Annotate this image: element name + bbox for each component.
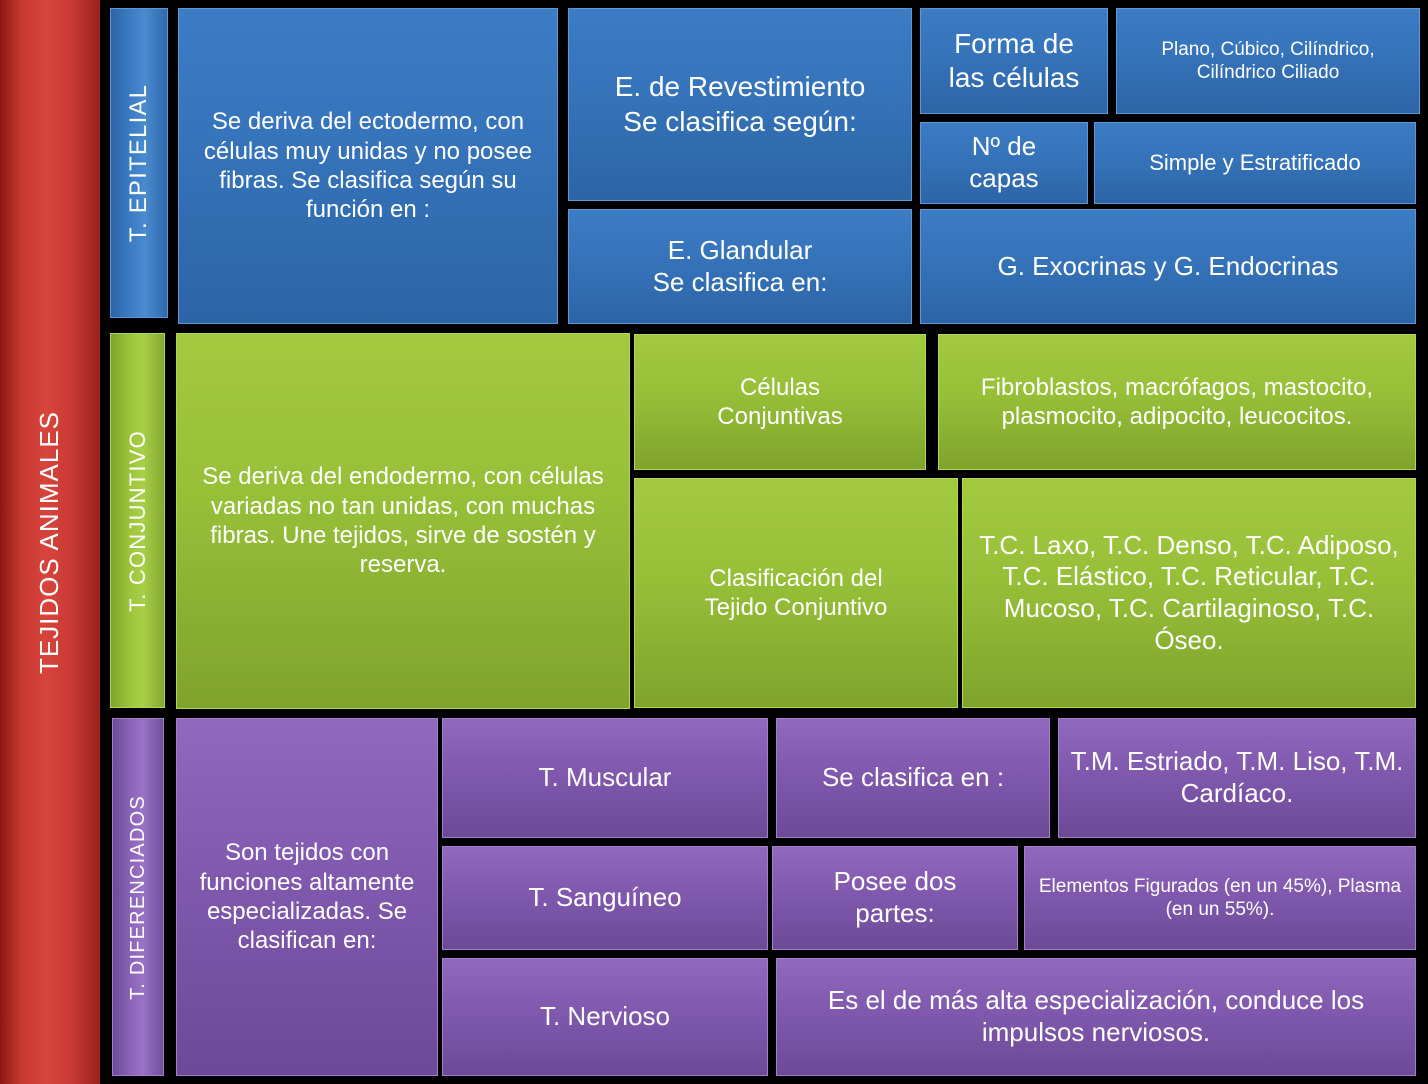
epitelial-criterion-forma-values: Plano, Cúbico, Cilíndrico, Cilíndrico Ci… [1116,8,1420,114]
section-tab-diferenciados[interactable]: T. DIFERENCIADOS [112,718,164,1076]
epitelial-description: Se deriva del ectodermo, con células muy… [178,8,558,324]
epitelial-criterion-capas-values: Simple y Estratificado [1094,122,1416,204]
section-tab-conjuntivo-label: T. CONJUNTIVO [124,429,150,612]
conjuntivo-branch-clasificacion[interactable]: Clasificación del Tejido Conjuntivo [634,478,958,708]
diferenciados-nervioso-values: Es el de más alta especialización, condu… [776,958,1416,1076]
master-category-label: TEJIDOS ANIMALES [34,410,65,674]
epitelial-branch-revestimiento[interactable]: E. de Revestimiento Se clasifica según: [568,8,912,201]
section-tab-epitelial[interactable]: T. EPITELIAL [110,8,168,318]
epitelial-criterion-forma[interactable]: Forma de las células [920,8,1108,114]
conjuntivo-description: Se deriva del endodermo, con células var… [176,333,630,709]
diferenciados-branch-muscular[interactable]: T. Muscular [442,718,768,838]
section-tab-epitelial-label: T. EPITELIAL [125,83,152,243]
section-tab-conjuntivo[interactable]: T. CONJUNTIVO [110,333,165,708]
master-category-bar: TEJIDOS ANIMALES [0,0,100,1084]
conjuntivo-branch-celulas-values: Fibroblastos, macrófagos, mastocito, pla… [938,334,1416,470]
diferenciados-muscular-values: T.M. Estriado, T.M. Liso, T.M. Cardíaco. [1058,718,1416,838]
diferenciados-sanguineo-connector[interactable]: Posee dos partes: [772,846,1018,950]
diferenciados-branch-sanguineo[interactable]: T. Sanguíneo [442,846,768,950]
epitelial-criterion-capas[interactable]: Nº de capas [920,122,1088,204]
section-tab-diferenciados-label: T. DIFERENCIADOS [126,794,149,1000]
conjuntivo-branch-clasificacion-values: T.C. Laxo, T.C. Denso, T.C. Adiposo, T.C… [962,478,1416,708]
diferenciados-sanguineo-values: Elementos Figurados (en un 45%), Plasma … [1024,846,1416,950]
diferenciados-description: Son tejidos con funciones altamente espe… [176,718,438,1076]
diferenciados-branch-nervioso[interactable]: T. Nervioso [442,958,768,1076]
conjuntivo-branch-celulas[interactable]: Células Conjuntivas [634,334,926,470]
epitelial-branch-glandular[interactable]: E. Glandular Se clasifica en: [568,209,912,324]
epitelial-branch-glandular-values: G. Exocrinas y G. Endocrinas [920,209,1416,324]
diferenciados-muscular-connector[interactable]: Se clasifica en : [776,718,1050,838]
